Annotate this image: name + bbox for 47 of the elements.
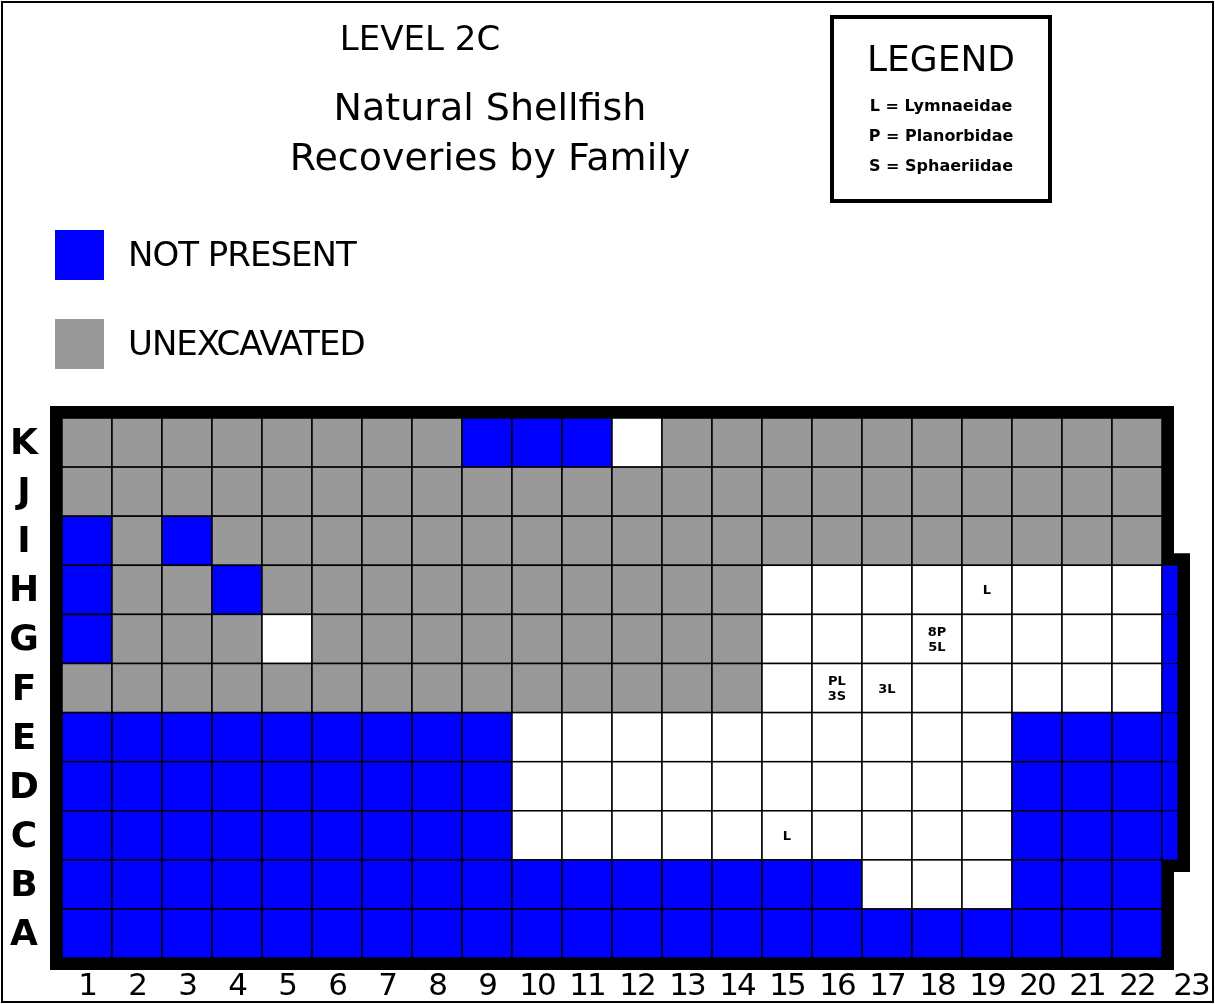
column-label: 1 — [77, 966, 97, 1002]
column-label: 18 — [918, 966, 956, 1002]
row-label: A — [9, 911, 39, 955]
cell-note: L — [981, 581, 993, 600]
legend-label: NOT PRESENT — [128, 234, 356, 274]
map-title: LEVEL 2C — [338, 18, 502, 58]
row-label: B — [9, 861, 39, 906]
row-label: I — [16, 518, 32, 563]
row-label: K — [9, 420, 40, 464]
row-label: G — [8, 616, 40, 661]
cell-note: L — [781, 826, 793, 845]
row-label: C — [9, 812, 39, 857]
column-label: 8 — [427, 966, 447, 1002]
column-label: 2 — [127, 966, 147, 1002]
legend-heading: LEGEND — [865, 38, 1017, 79]
column-label: 6 — [327, 966, 347, 1002]
column-label: 10 — [518, 966, 556, 1002]
column-label: 9 — [477, 966, 497, 1002]
cell-note: 3L — [877, 679, 897, 698]
column-label: 17 — [868, 966, 906, 1002]
column-label: 3 — [177, 966, 197, 1002]
column-label: 15 — [768, 966, 806, 1002]
column-label: 16 — [818, 966, 856, 1002]
row-label: F — [10, 665, 38, 710]
column-label: 23 — [1172, 966, 1210, 1002]
row-label: E — [10, 714, 38, 759]
column-label: 19 — [968, 966, 1006, 1002]
cell-note: 8P 5L — [926, 622, 948, 656]
column-label: 13 — [668, 966, 706, 1002]
map-subtitle: Natural Shellfish Recoveries by Family — [288, 84, 692, 181]
column-label: 20 — [1018, 966, 1056, 1002]
legend-entry: L = Lymnaeidae — [868, 96, 1014, 115]
column-label: 21 — [1068, 966, 1106, 1002]
cell-note: PL 3S — [826, 672, 848, 705]
legend-label: UNEXCAVATED — [128, 323, 365, 363]
column-label: 22 — [1118, 966, 1156, 1002]
row-label: H — [7, 567, 41, 612]
legend-entry: S = Sphaeriidae — [867, 156, 1014, 175]
column-label: 5 — [277, 966, 297, 1002]
row-label: D — [8, 763, 40, 808]
legend-entry: P = Planorbidae — [867, 126, 1015, 145]
column-label: 14 — [718, 966, 756, 1002]
column-label: 11 — [568, 966, 606, 1002]
row-label: J — [14, 469, 32, 514]
column-label: 4 — [227, 966, 248, 1002]
column-label: 12 — [618, 966, 656, 1002]
column-label: 7 — [377, 966, 397, 1002]
